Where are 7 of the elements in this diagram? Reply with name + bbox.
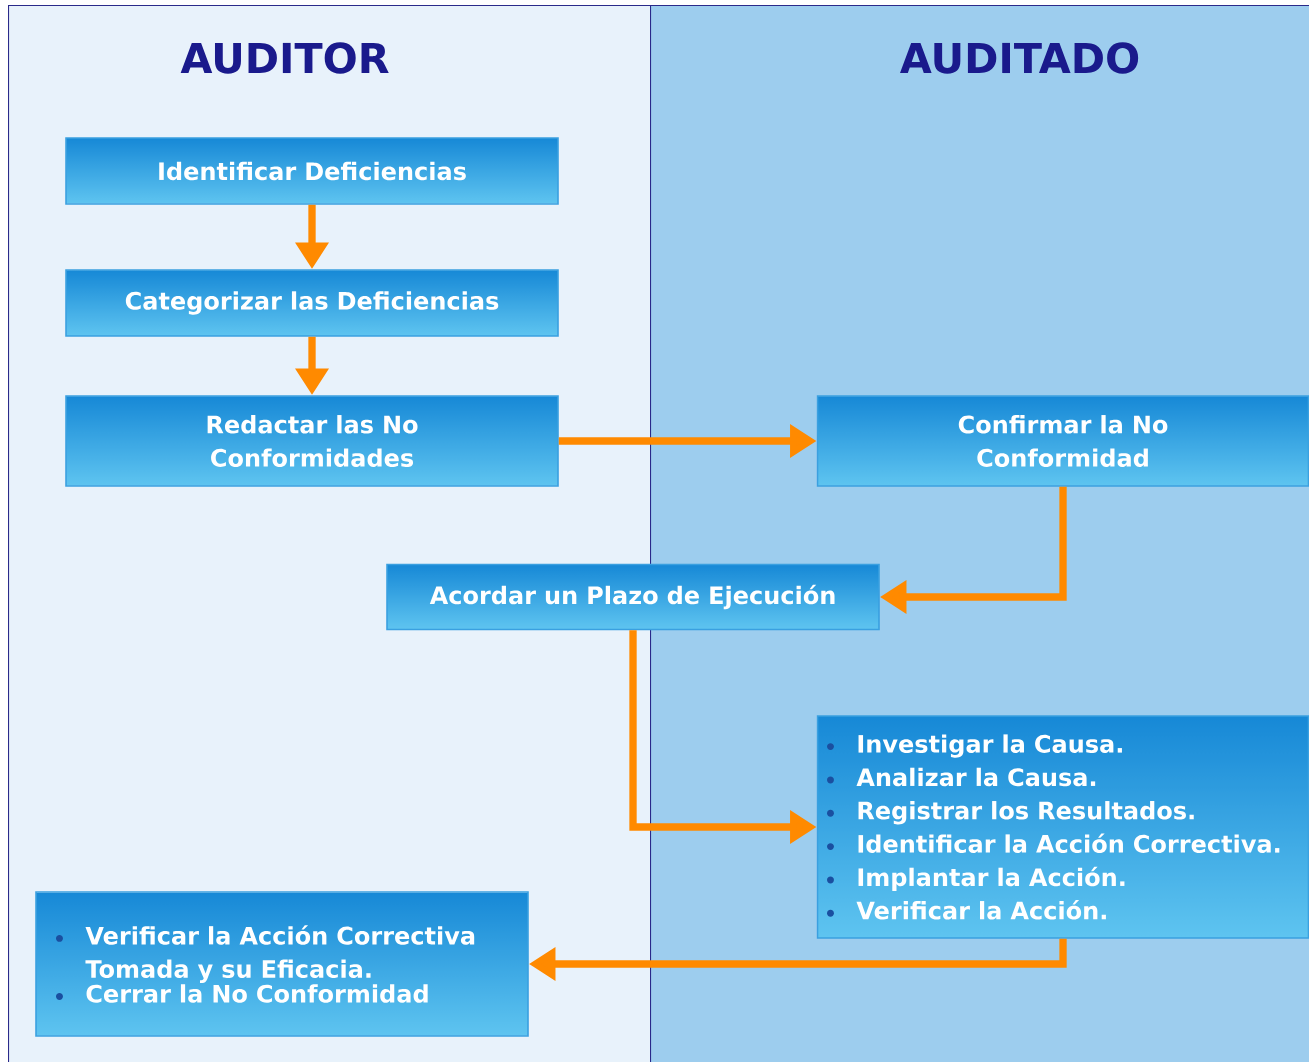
process-box: Redactar las No Conformidades [65,395,559,487]
process-box: Investigar la Causa. Analizar la Causa. Registrar los Resultados. Identificar la Acción Correctiva. Implantar la Acción. Verificar la Acción. [816,715,1309,939]
process-box: Acordar un Plazo de Ejecución [386,563,880,631]
process-box: Identificar Deficiencias [65,137,559,205]
process-box: Confirmar la No Conformidad [816,395,1309,487]
process-box: Verificar la Acción Correctiva Tomada y su Eficacia. Cerrar la No Conformidad [35,891,529,1037]
process-box: Categorizar las Deficiencias [65,269,559,337]
